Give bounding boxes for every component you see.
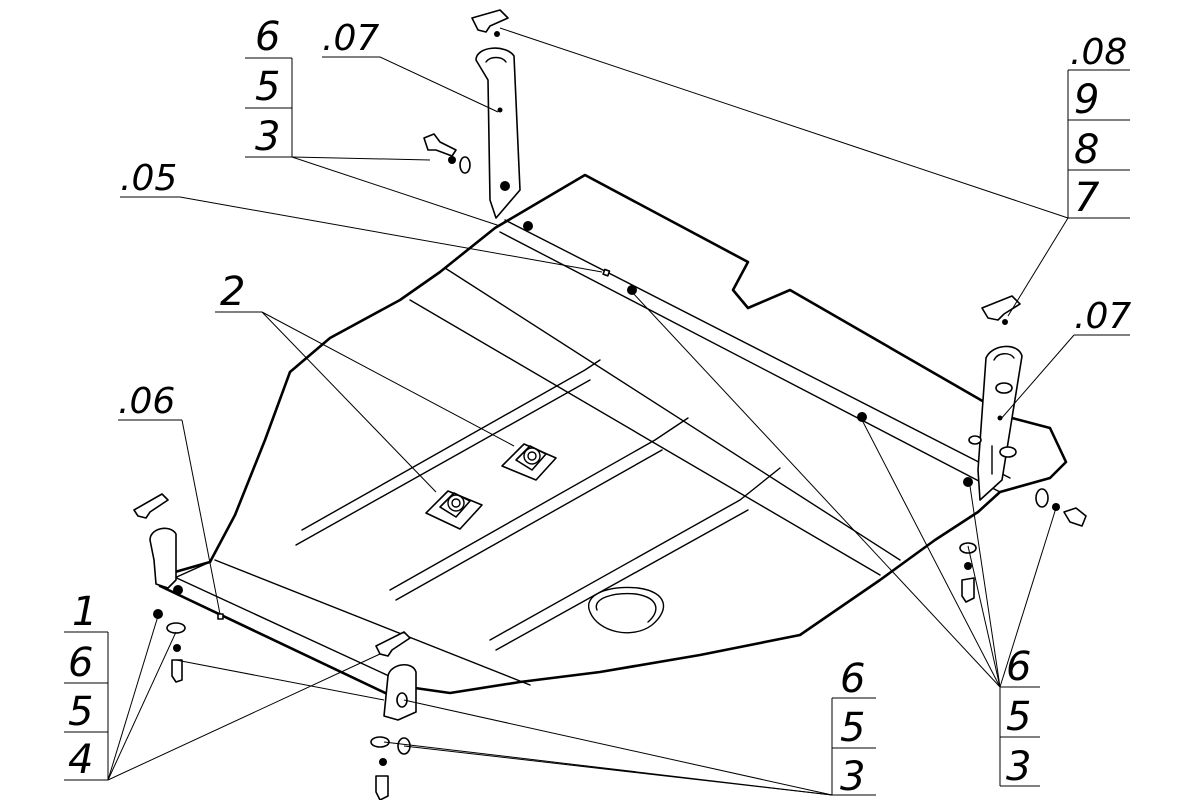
callout-tr-4: 7 bbox=[1074, 175, 1100, 221]
flange-nut-3 bbox=[963, 477, 973, 487]
callout-bl-4: 4 bbox=[68, 737, 93, 783]
flange-nut-2 bbox=[857, 412, 867, 422]
drain-hole bbox=[587, 586, 665, 634]
callout-br-3: 3 bbox=[1006, 744, 1031, 790]
callout-tl-2: 5 bbox=[255, 64, 280, 110]
bolt-set-top bbox=[423, 133, 471, 174]
callout-bl-3: 5 bbox=[68, 689, 93, 735]
bracket-lower-center bbox=[370, 631, 417, 800]
callout-tl-1: 6 bbox=[255, 14, 280, 60]
bracket-top-left bbox=[471, 9, 533, 231]
clip-nut-upper bbox=[501, 443, 557, 481]
bolt-set-right bbox=[1035, 488, 1087, 527]
callout-05: .05 bbox=[120, 158, 177, 199]
callout-labels: 6 5 3 .07 .05 .08 9 8 7 .07 2 .06 1 6 5 … bbox=[68, 14, 1131, 800]
callout-tr-1: .08 bbox=[1070, 32, 1127, 73]
callout-2: 2 bbox=[220, 269, 245, 315]
callout-tl-3: 3 bbox=[255, 114, 280, 160]
skid-plate bbox=[158, 173, 1068, 702]
callout-bc-1: 6 bbox=[840, 656, 865, 702]
plate-outline bbox=[158, 173, 1068, 702]
callout-bc-3: 3 bbox=[840, 754, 865, 800]
callout-bc-2: 5 bbox=[840, 705, 865, 751]
callout-top-07: .07 bbox=[322, 18, 379, 59]
callout-tr-2: 9 bbox=[1074, 77, 1099, 123]
callout-tr-3: 8 bbox=[1074, 127, 1099, 173]
callout-bl-2: 6 bbox=[68, 640, 93, 686]
bracket-clip-top bbox=[471, 9, 509, 33]
callout-06: .06 bbox=[118, 381, 175, 422]
callout-br-2: 5 bbox=[1006, 694, 1031, 740]
flange-nut-1 bbox=[627, 285, 637, 295]
leader-lines bbox=[64, 27, 1130, 796]
callout-bl-1: 1 bbox=[72, 589, 97, 635]
callout-right-07: .07 bbox=[1074, 296, 1131, 337]
callout-br-1: 6 bbox=[1006, 644, 1031, 690]
clip-nut-lower bbox=[425, 490, 483, 530]
bracket-lower-left bbox=[133, 493, 224, 683]
